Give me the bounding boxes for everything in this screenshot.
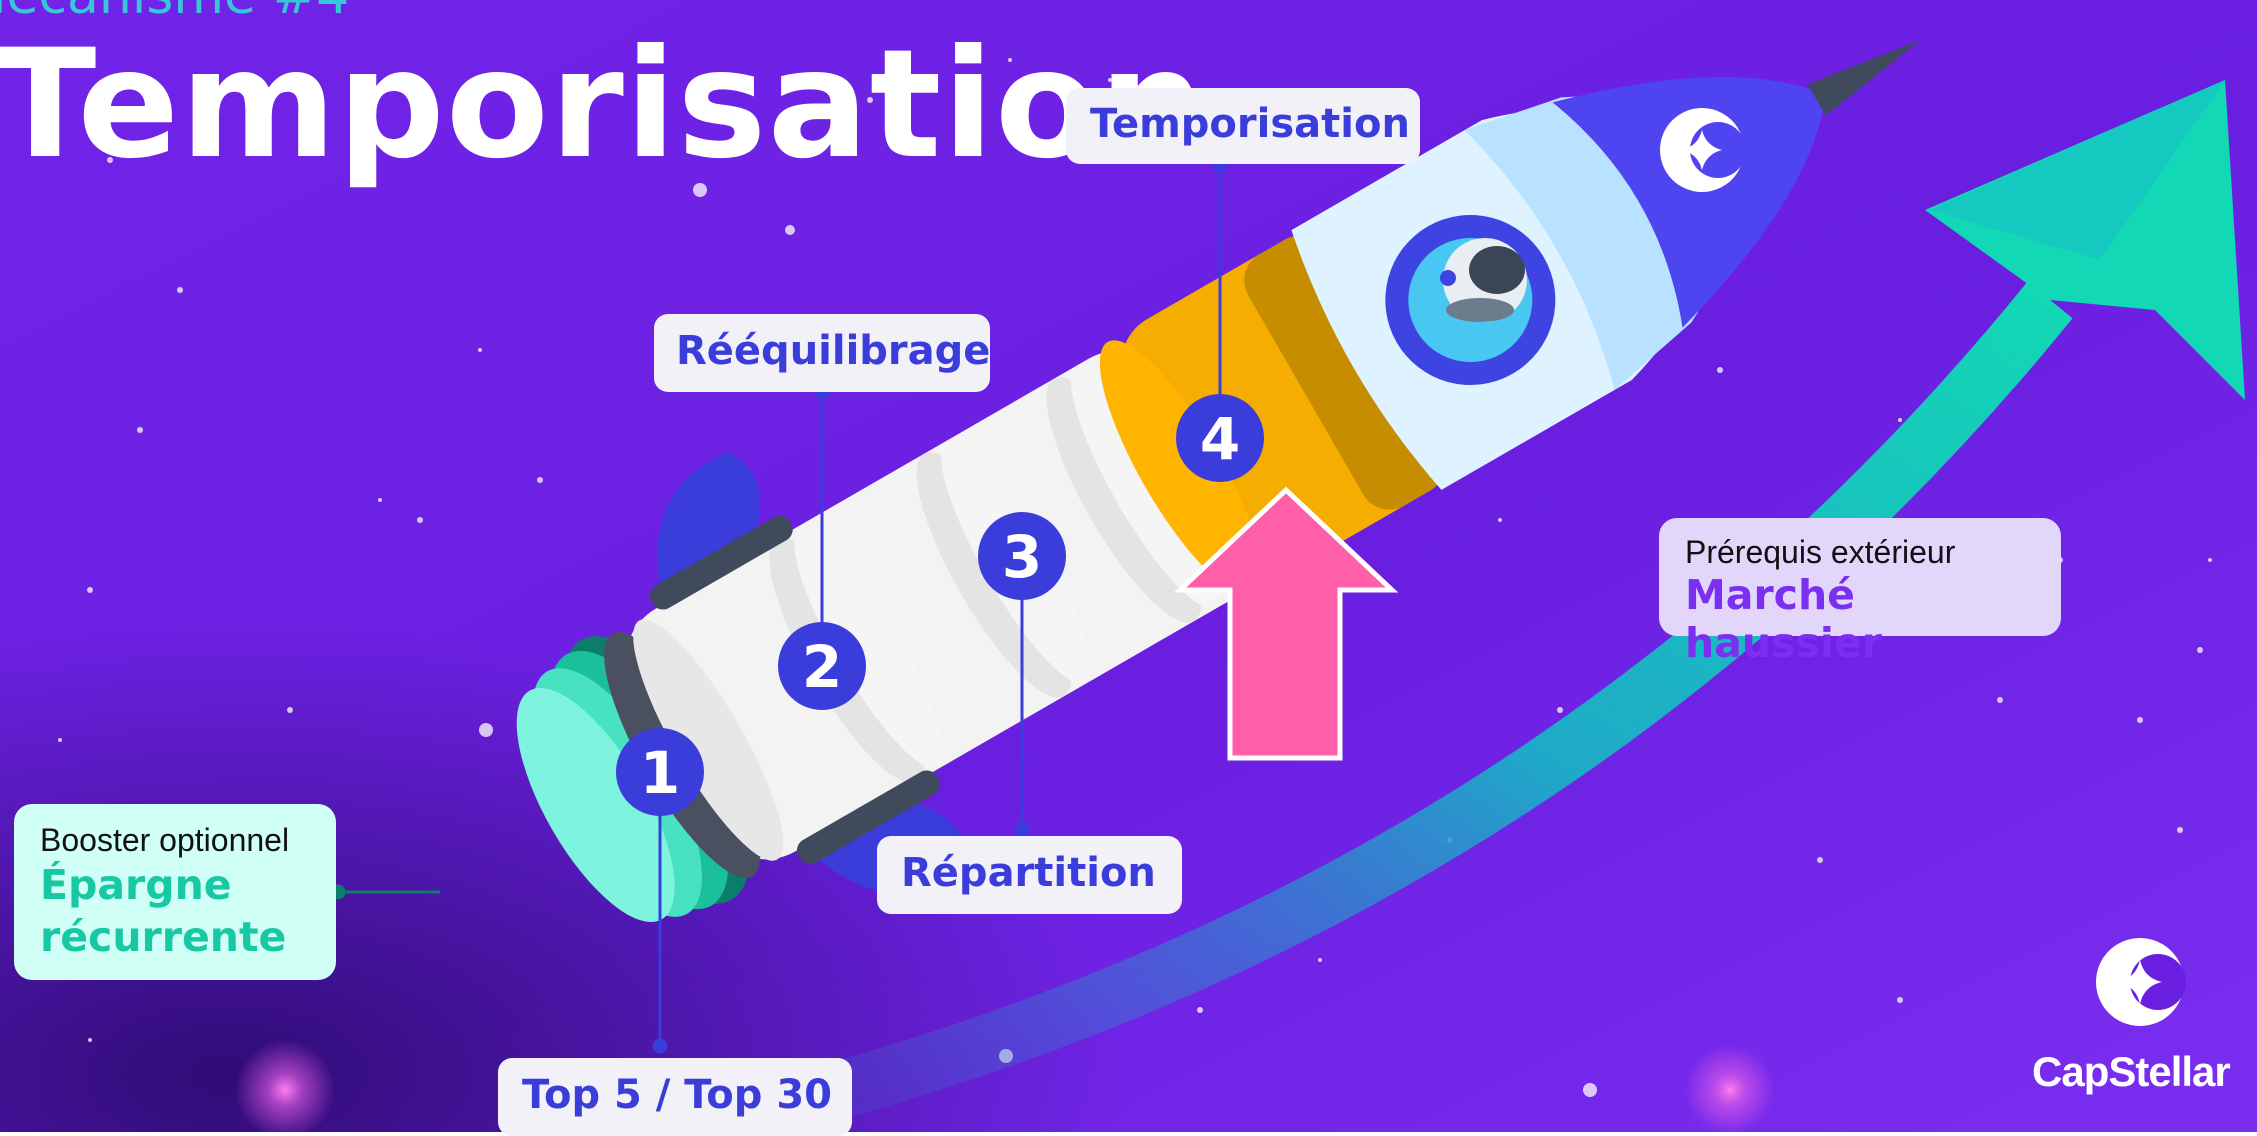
trend-arrow-icon [832, 80, 2245, 1118]
stage-number-2: 2 [778, 622, 866, 710]
label-top: Top 5 / Top 30 [498, 1058, 852, 1136]
stage-number-4: 4 [1176, 394, 1264, 482]
stage-number-1: 1 [616, 728, 704, 816]
svg-text:4: 4 [1200, 405, 1240, 473]
label-temporisation: Temporisation [1066, 88, 1420, 164]
label-reequilibrage: Rééquilibrage [654, 314, 990, 392]
label-repartition: Répartition [877, 836, 1182, 914]
prerequisite-caption: Prérequis extérieur [1685, 534, 1956, 570]
brand-name: CapStellar [2032, 1048, 2231, 1095]
prerequisite-card: Prérequis extérieur Marché haussier [1659, 518, 2061, 667]
mechanism-subtitle: lécanisme #4 [0, 0, 349, 26]
svg-text:1: 1 [640, 739, 680, 807]
booster-caption: Booster optionnel [40, 822, 290, 858]
capstellar-brand-logo-icon [2096, 938, 2186, 1026]
stage-number-3: 3 [978, 512, 1066, 600]
booster-line-1: Épargne [40, 861, 232, 909]
booster-line-2: récurrente [40, 913, 287, 961]
push-arrow-icon [1173, 486, 1399, 761]
svg-text:2: 2 [802, 633, 842, 701]
prerequisite-value: Marché haussier [1685, 571, 1882, 667]
capstellar-logo-icon [1660, 108, 1746, 192]
page-title: Temporisation [0, 18, 1207, 192]
booster-card: Booster optionnel Épargne récurrente [14, 804, 336, 980]
astronaut-icon [1440, 238, 1527, 322]
svg-text:3: 3 [1002, 523, 1042, 591]
